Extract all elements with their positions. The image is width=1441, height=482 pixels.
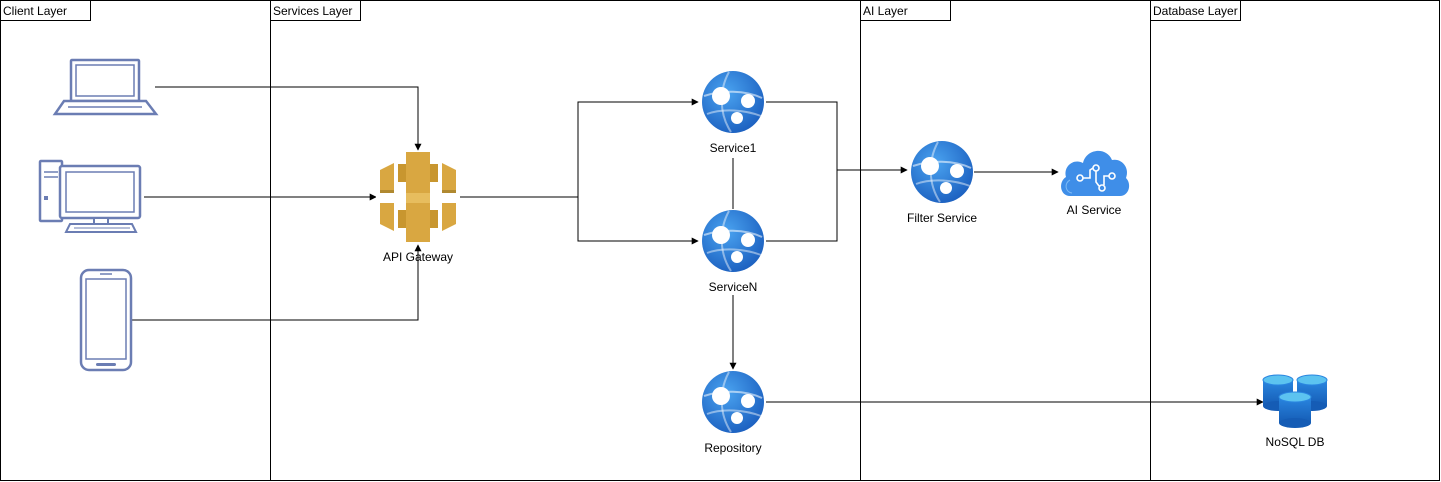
- ai-service-label: AI Service: [1067, 203, 1122, 217]
- service1-node[interactable]: [701, 70, 765, 134]
- repository-node[interactable]: [701, 370, 765, 434]
- serviceN-node[interactable]: [701, 209, 765, 273]
- layer-title-services: Services Layer: [273, 4, 352, 18]
- edge-laptop-to-gateway: [155, 86, 422, 151]
- edge-mobile-to-gateway: [131, 244, 422, 321]
- service1-label: Service1: [710, 141, 757, 155]
- edge-service1-to-filter: [766, 101, 838, 170]
- edge-gateway-to-serviceN: [577, 197, 699, 245]
- api-gateway-icon[interactable]: [376, 152, 460, 242]
- repository-globe-icon: [701, 370, 765, 434]
- service1-globe-icon: [701, 70, 765, 134]
- edge-serviceN-to-filter: [766, 170, 838, 242]
- laptop-icon[interactable]: [52, 58, 159, 116]
- layer-title-client: Client Layer: [3, 4, 67, 18]
- filter-service-label: Filter Service: [907, 211, 977, 225]
- layer-title-database: Database Layer: [1153, 4, 1238, 18]
- serviceN-globe-icon: [701, 209, 765, 273]
- database-cylinders-icon[interactable]: [1262, 374, 1328, 428]
- cognitive-cloud-icon[interactable]: [1061, 150, 1130, 196]
- repository-label: Repository: [704, 441, 761, 455]
- layer-database: Database Layer: [1150, 0, 1440, 481]
- connectors: [131, 86, 1264, 406]
- edge-gateway-to-service1: [577, 98, 699, 197]
- mobile-phone-icon[interactable]: [79, 268, 133, 372]
- api-gateway-label: API Gateway: [383, 250, 453, 264]
- layer-title-ai: AI Layer: [863, 4, 908, 18]
- db-cylinder-front: [1278, 391, 1312, 428]
- serviceN-label: ServiceN: [709, 280, 758, 294]
- filter-service-globe-icon: [910, 140, 974, 204]
- filter-service-node[interactable]: [910, 140, 974, 204]
- nosql-db-label: NoSQL DB: [1266, 435, 1325, 449]
- desktop-computer-icon[interactable]: [38, 159, 142, 233]
- layer-ai: AI Layer: [860, 0, 1151, 481]
